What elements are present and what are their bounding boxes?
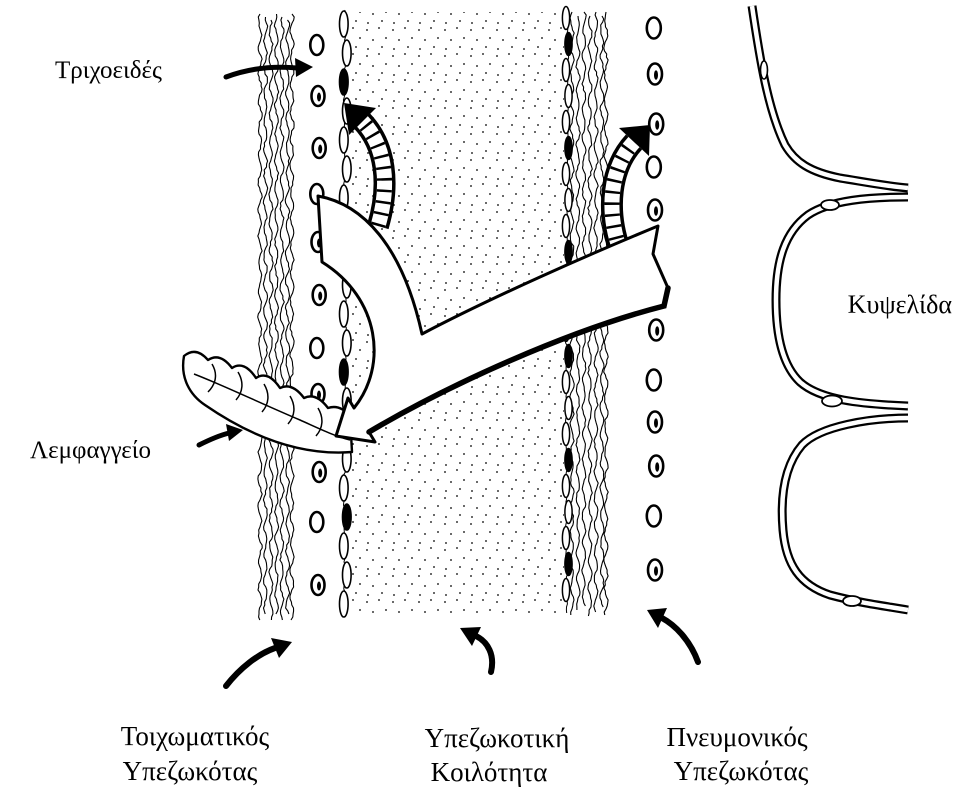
capillary-cross-section xyxy=(647,370,661,391)
mesothelial-cell xyxy=(340,475,349,501)
alveolar-cell-nucleus xyxy=(821,200,839,210)
parietal-pleura-tissue xyxy=(258,14,295,620)
capillary-lumen-mark xyxy=(318,292,322,301)
capillary-lumen-mark xyxy=(654,206,658,215)
label-visceral-pleura-line2: Υπεζωκότας xyxy=(674,756,809,786)
capillary-lumen-mark xyxy=(317,93,321,102)
capillary-lumen-mark xyxy=(318,145,322,154)
lymphatic-vessel xyxy=(183,352,352,453)
mesothelial-cell xyxy=(562,423,569,446)
pleural-cavity-pointer-arrow xyxy=(460,627,492,672)
label-visceral-pleura-line1: Πνευμονικός xyxy=(666,722,807,752)
label-alveolus: Κυψελίδα xyxy=(848,290,953,319)
label-lymphatic: Λεμφαγγείο xyxy=(30,437,151,464)
mesothelial-cell xyxy=(562,475,569,498)
mesothelial-cell xyxy=(562,527,569,550)
alveolar-wall-outline xyxy=(752,6,908,188)
mesothelial-cell xyxy=(565,553,572,576)
capillary-cross-section xyxy=(647,157,661,178)
mesothelial-cell xyxy=(565,85,572,108)
mesothelial-cell xyxy=(343,40,352,66)
arrow-shaft xyxy=(662,618,698,662)
visceral-pleura-pointer-arrow xyxy=(647,608,698,662)
tissue-fiber xyxy=(274,14,278,614)
capillary-cross-section xyxy=(647,506,661,527)
alveolar-wall-lumen xyxy=(752,6,908,188)
tissue-fiber xyxy=(280,17,284,620)
parietal-mesothelium xyxy=(340,10,352,617)
parietal-capillaries xyxy=(310,35,325,595)
mesothelial-cell xyxy=(565,189,572,212)
mesothelial-cell xyxy=(340,127,349,153)
tissue-fiber xyxy=(290,14,294,620)
label-capillary: Τριχοειδές xyxy=(55,57,162,84)
alveolar-cell-nucleus xyxy=(843,596,861,606)
mesothelial-cell xyxy=(343,330,352,356)
lymphatic-pointer-arrow xyxy=(199,424,243,445)
capillary-cross-section xyxy=(310,35,323,55)
label-pleural-cavity-line2: Κοιλότητα xyxy=(431,757,548,787)
mesothelial-cell xyxy=(562,579,569,602)
mesothelial-cell xyxy=(340,591,349,617)
capillary-lumen-mark xyxy=(655,120,659,129)
mesothelial-cell xyxy=(565,501,572,524)
label-parietal-pleura-line1: Τοιχωματικός xyxy=(121,721,270,751)
mesothelial-cell xyxy=(565,345,572,368)
mesothelial-cell xyxy=(340,359,349,385)
mesothelial-cell xyxy=(562,371,569,394)
mesothelial-cell xyxy=(562,59,569,82)
mesothelial-cell xyxy=(565,449,572,472)
alveolar-cell-nucleus xyxy=(761,61,768,79)
capillary-lumen-mark xyxy=(655,326,659,335)
tissue-fiber xyxy=(269,20,273,620)
mesothelial-cell xyxy=(343,156,352,182)
capillary-lumen-mark xyxy=(654,70,658,79)
mesothelial-cell xyxy=(343,562,352,588)
capillary-cross-section xyxy=(647,18,661,39)
arrow-shaft xyxy=(199,433,229,445)
arrow-shaft xyxy=(226,648,275,686)
arrow-shaft xyxy=(226,67,297,77)
mesothelial-cell xyxy=(343,504,352,530)
capillary-lumen-mark xyxy=(655,462,659,471)
tissue-fiber xyxy=(263,17,267,614)
capillary-lumen-mark xyxy=(654,566,658,575)
tissue-fiber xyxy=(258,14,263,620)
mesothelial-cell xyxy=(562,163,569,186)
mesothelial-cell xyxy=(340,533,349,559)
mesothelial-cell xyxy=(562,111,569,134)
mesothelial-cell xyxy=(565,241,572,264)
mesothelial-cell xyxy=(565,397,572,420)
capillary-lumen-mark xyxy=(318,469,322,478)
mesothelial-cell xyxy=(340,69,349,95)
capillary-lumen-mark xyxy=(317,582,321,591)
arrow-shaft xyxy=(476,636,492,672)
capillary-cross-section xyxy=(310,338,323,358)
mesothelial-cell xyxy=(562,215,569,238)
capillary-lumen-mark xyxy=(654,418,658,427)
mesothelial-cell xyxy=(565,33,572,56)
mesothelial-cell xyxy=(340,11,349,37)
alveolar-cell-nucleus xyxy=(822,396,842,407)
capillary-cross-section xyxy=(310,512,323,532)
arrow-head xyxy=(295,58,313,77)
mesothelial-cell xyxy=(562,7,569,30)
mesothelial-cell xyxy=(340,301,349,327)
mesothelial-cell xyxy=(565,137,572,160)
tissue-fiber xyxy=(285,20,290,614)
label-parietal-pleura-line2: Υπεζωκότας xyxy=(123,756,258,786)
parietal-pleura-pointer-arrow xyxy=(226,638,292,686)
label-pleural-cavity-line1: Υπεζωκοτική xyxy=(425,723,570,753)
